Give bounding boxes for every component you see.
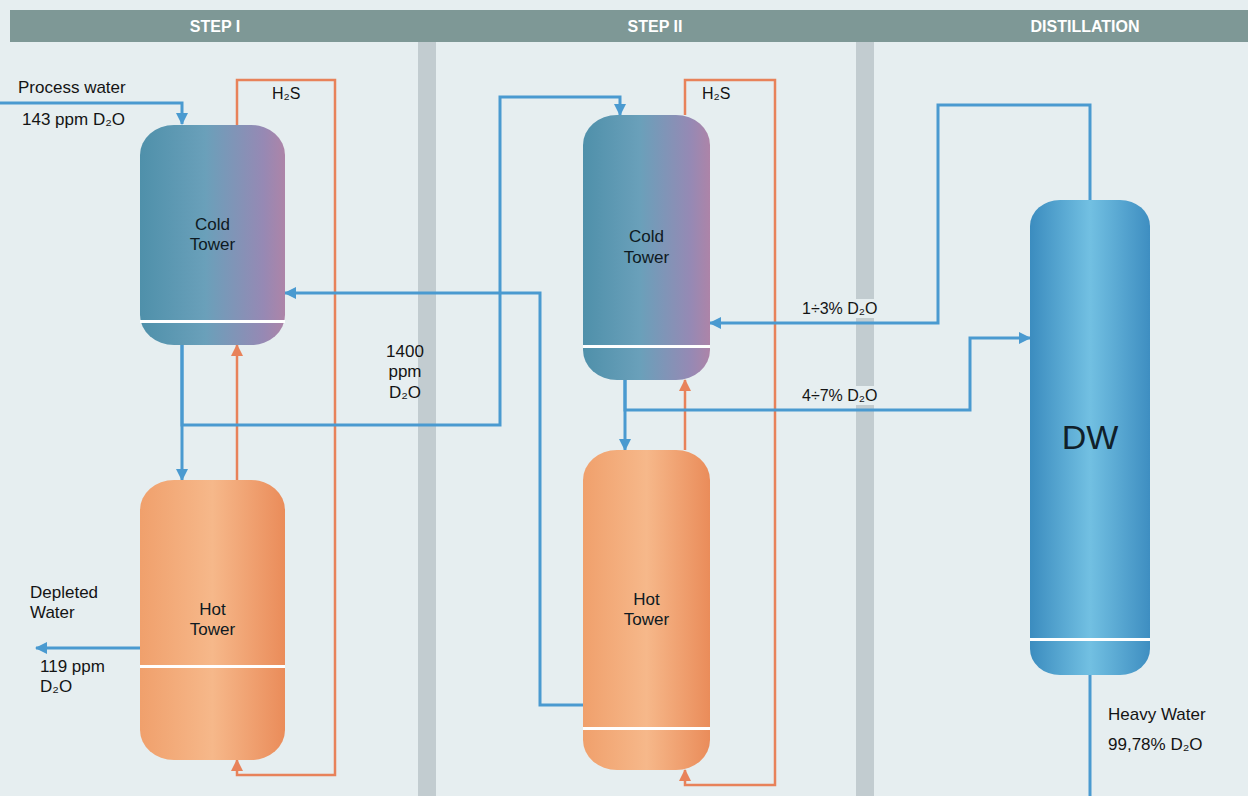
section-title: STEP II (628, 17, 683, 36)
tower-band (583, 727, 710, 730)
tower-label: Cold Tower (180, 215, 246, 256)
heavy-water-pipe (1089, 675, 1092, 796)
pipe-label: H₂S (270, 84, 302, 103)
pipe-label: 1÷3% D₂O (800, 299, 879, 318)
pipe-label: 4÷7% D₂O (800, 386, 879, 405)
tower-band (140, 665, 285, 668)
distillation-column: DW (1030, 200, 1150, 675)
concentration-label: 99,78% D₂O (1108, 735, 1202, 755)
section-title: DISTILLATION (1030, 17, 1139, 36)
cold-tower: Cold Tower (140, 125, 285, 345)
depleted-water-pipe (36, 647, 140, 650)
concentration-label: 1400 ppm D₂O (372, 342, 438, 403)
separator-bar (856, 42, 874, 796)
hot-tower: Hot Tower (583, 450, 710, 770)
cold-tower: Cold Tower (583, 115, 710, 380)
hot-tower: Hot Tower (140, 480, 285, 760)
stream-label: Heavy Water (1108, 705, 1206, 725)
section-title: STEP I (190, 17, 240, 36)
concentration-label: 119 ppm D₂O (40, 657, 115, 698)
tower-band (1030, 638, 1150, 641)
tower-band (140, 320, 285, 323)
concentration-label: 143 ppm D₂O (22, 110, 125, 130)
tower-label: DW (1062, 417, 1119, 458)
pipe-label: H₂S (700, 84, 732, 103)
h2s-pipe (684, 380, 687, 450)
tower-label: Cold Tower (614, 227, 680, 268)
stream-label: Depleted Water (30, 583, 120, 624)
tower-band (583, 345, 710, 348)
separator-bar (418, 42, 436, 796)
tower-label: Hot Tower (614, 590, 680, 631)
stream-label: Process water (18, 78, 126, 98)
h2s-pipe (236, 345, 239, 480)
tower-label: Hot Tower (180, 600, 246, 641)
water-pipe (285, 293, 583, 705)
